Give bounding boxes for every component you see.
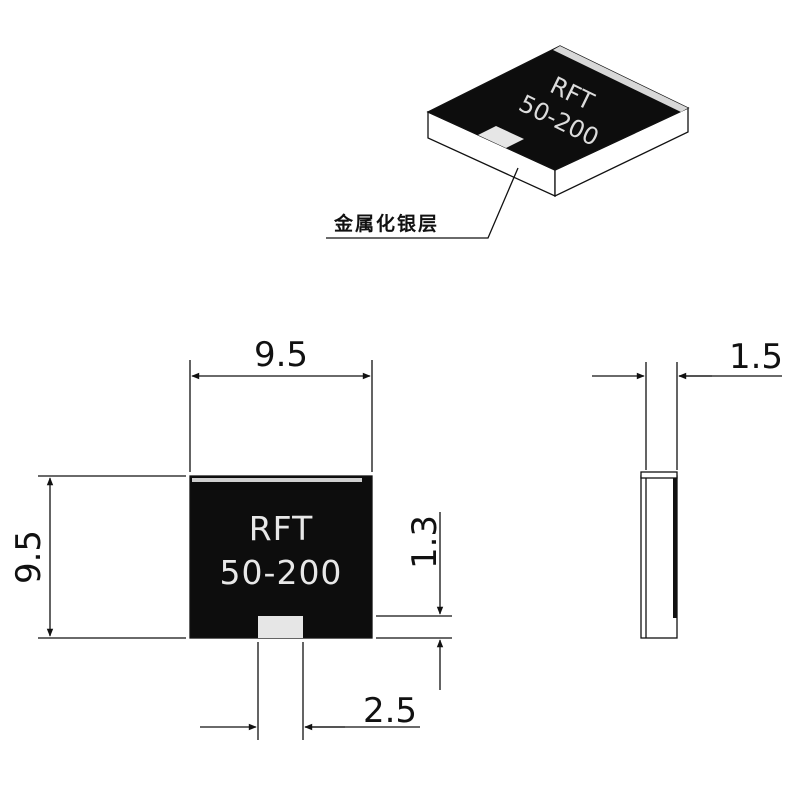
- front-body: [189, 475, 373, 639]
- marking-line2: 50-200: [220, 553, 343, 592]
- iso-back-strip: [553, 46, 688, 112]
- thickness-label: 1.5: [729, 337, 783, 377]
- side-top-cap: [640, 471, 678, 479]
- front-silver-pad: [258, 616, 303, 638]
- iso-silver-pad: [478, 126, 524, 148]
- width-label: 9.5: [254, 335, 308, 375]
- callout-leader: [326, 167, 519, 239]
- front-top-strip: [192, 478, 362, 482]
- pad-height-label: 1.3: [405, 515, 445, 569]
- front-view: RFT 50-200 9.5 9.5 2.5 1.3: [9, 335, 452, 740]
- side-view: 1.5: [592, 337, 783, 639]
- isometric-view: RFT 50-200 金属化银层: [326, 45, 690, 239]
- side-metal-right: [673, 478, 677, 618]
- height-label: 9.5: [9, 530, 49, 584]
- pad-width-label: 2.5: [363, 691, 417, 731]
- marking-line1: RFT: [249, 509, 314, 548]
- callout-label: 金属化银层: [333, 212, 439, 235]
